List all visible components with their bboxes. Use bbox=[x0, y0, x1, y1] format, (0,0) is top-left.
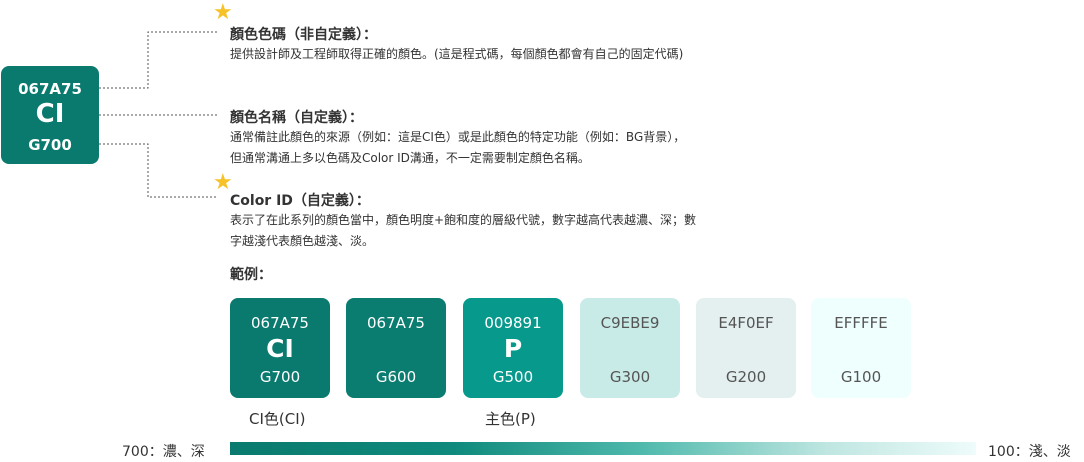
primary-caption: 主色(P) bbox=[485, 410, 536, 428]
swatch-grade: G500 bbox=[492, 368, 534, 386]
color-code-desc: 提供設計師及工程師取得正確的顏色。(這是程式碼，每個顏色都會有自己的固定代碼) bbox=[230, 47, 684, 61]
swatch-grade: G700 bbox=[259, 368, 301, 386]
star-icon: ★ bbox=[213, 170, 233, 195]
swatch-grade: G100 bbox=[840, 368, 882, 386]
color-name-title: 顏色名稱（自定義）： bbox=[230, 110, 363, 126]
connector-lines bbox=[99, 31, 218, 198]
swatch-hex: 009891 bbox=[484, 314, 542, 332]
swatch-g100: EFFFFE G100 bbox=[811, 298, 911, 398]
gradient-scale-bar bbox=[230, 442, 976, 455]
color-id-desc-line1: 表示了在此系列的顏色當中，顏色明度+飽和度的層級代號，數字越高代表越濃、深；數 bbox=[230, 213, 697, 227]
swatch-hex: 067A75 bbox=[251, 314, 309, 332]
swatch-g700: 067A75 CI G700 bbox=[230, 298, 330, 398]
connector-grade bbox=[99, 143, 218, 198]
examples-label: 範例： bbox=[230, 267, 272, 283]
color-name-desc-line1: 通常備註此顏色的來源（例如：這是CI色）或是此顏色的特定功能（例如：BG背景）， bbox=[230, 130, 686, 144]
main-card-hex: 067A75 bbox=[18, 80, 82, 98]
color-name-desc-line2: 但通常溝通上多以色碼及Color ID溝通，不一定需要制定顏色名稱。 bbox=[230, 151, 590, 165]
swatch-grade: G200 bbox=[725, 368, 767, 386]
main-color-card: 067A75 CI G700 bbox=[1, 66, 99, 164]
swatch-g300: C9EBE9 G300 bbox=[580, 298, 680, 398]
scale-right-label: 100：淺、淡 bbox=[988, 444, 1071, 460]
swatch-hex: EFFFFE bbox=[834, 314, 888, 332]
swatch-hex: 067A75 bbox=[367, 314, 425, 332]
swatch-code: P bbox=[503, 334, 523, 363]
swatch-g600: 067A75 G600 bbox=[346, 298, 446, 398]
swatch-g200: E4F0EF G200 bbox=[696, 298, 796, 398]
swatch-grade: G300 bbox=[609, 368, 651, 386]
ci-caption: CI色(CI) bbox=[249, 410, 306, 428]
color-id-desc-line2: 字越淺代表顏色越淺、淡。 bbox=[230, 234, 375, 248]
swatch-hex: E4F0EF bbox=[718, 314, 774, 332]
color-id-title: Color ID（自定義）： bbox=[230, 193, 370, 209]
main-card-grade: G700 bbox=[28, 136, 72, 154]
swatch-code: CI bbox=[266, 334, 294, 363]
swatch-g500: 009891 P G500 bbox=[463, 298, 563, 398]
color-code-title: 顏色色碼（非自定義）： bbox=[230, 27, 377, 43]
star-icon: ★ bbox=[213, 0, 233, 25]
connector-hex bbox=[99, 31, 218, 89]
main-card-code: CI bbox=[35, 99, 65, 129]
swatch-grade: G600 bbox=[375, 368, 417, 386]
swatch-hex: C9EBE9 bbox=[600, 314, 660, 332]
scale-left-label: 700：濃、深 bbox=[122, 444, 205, 460]
